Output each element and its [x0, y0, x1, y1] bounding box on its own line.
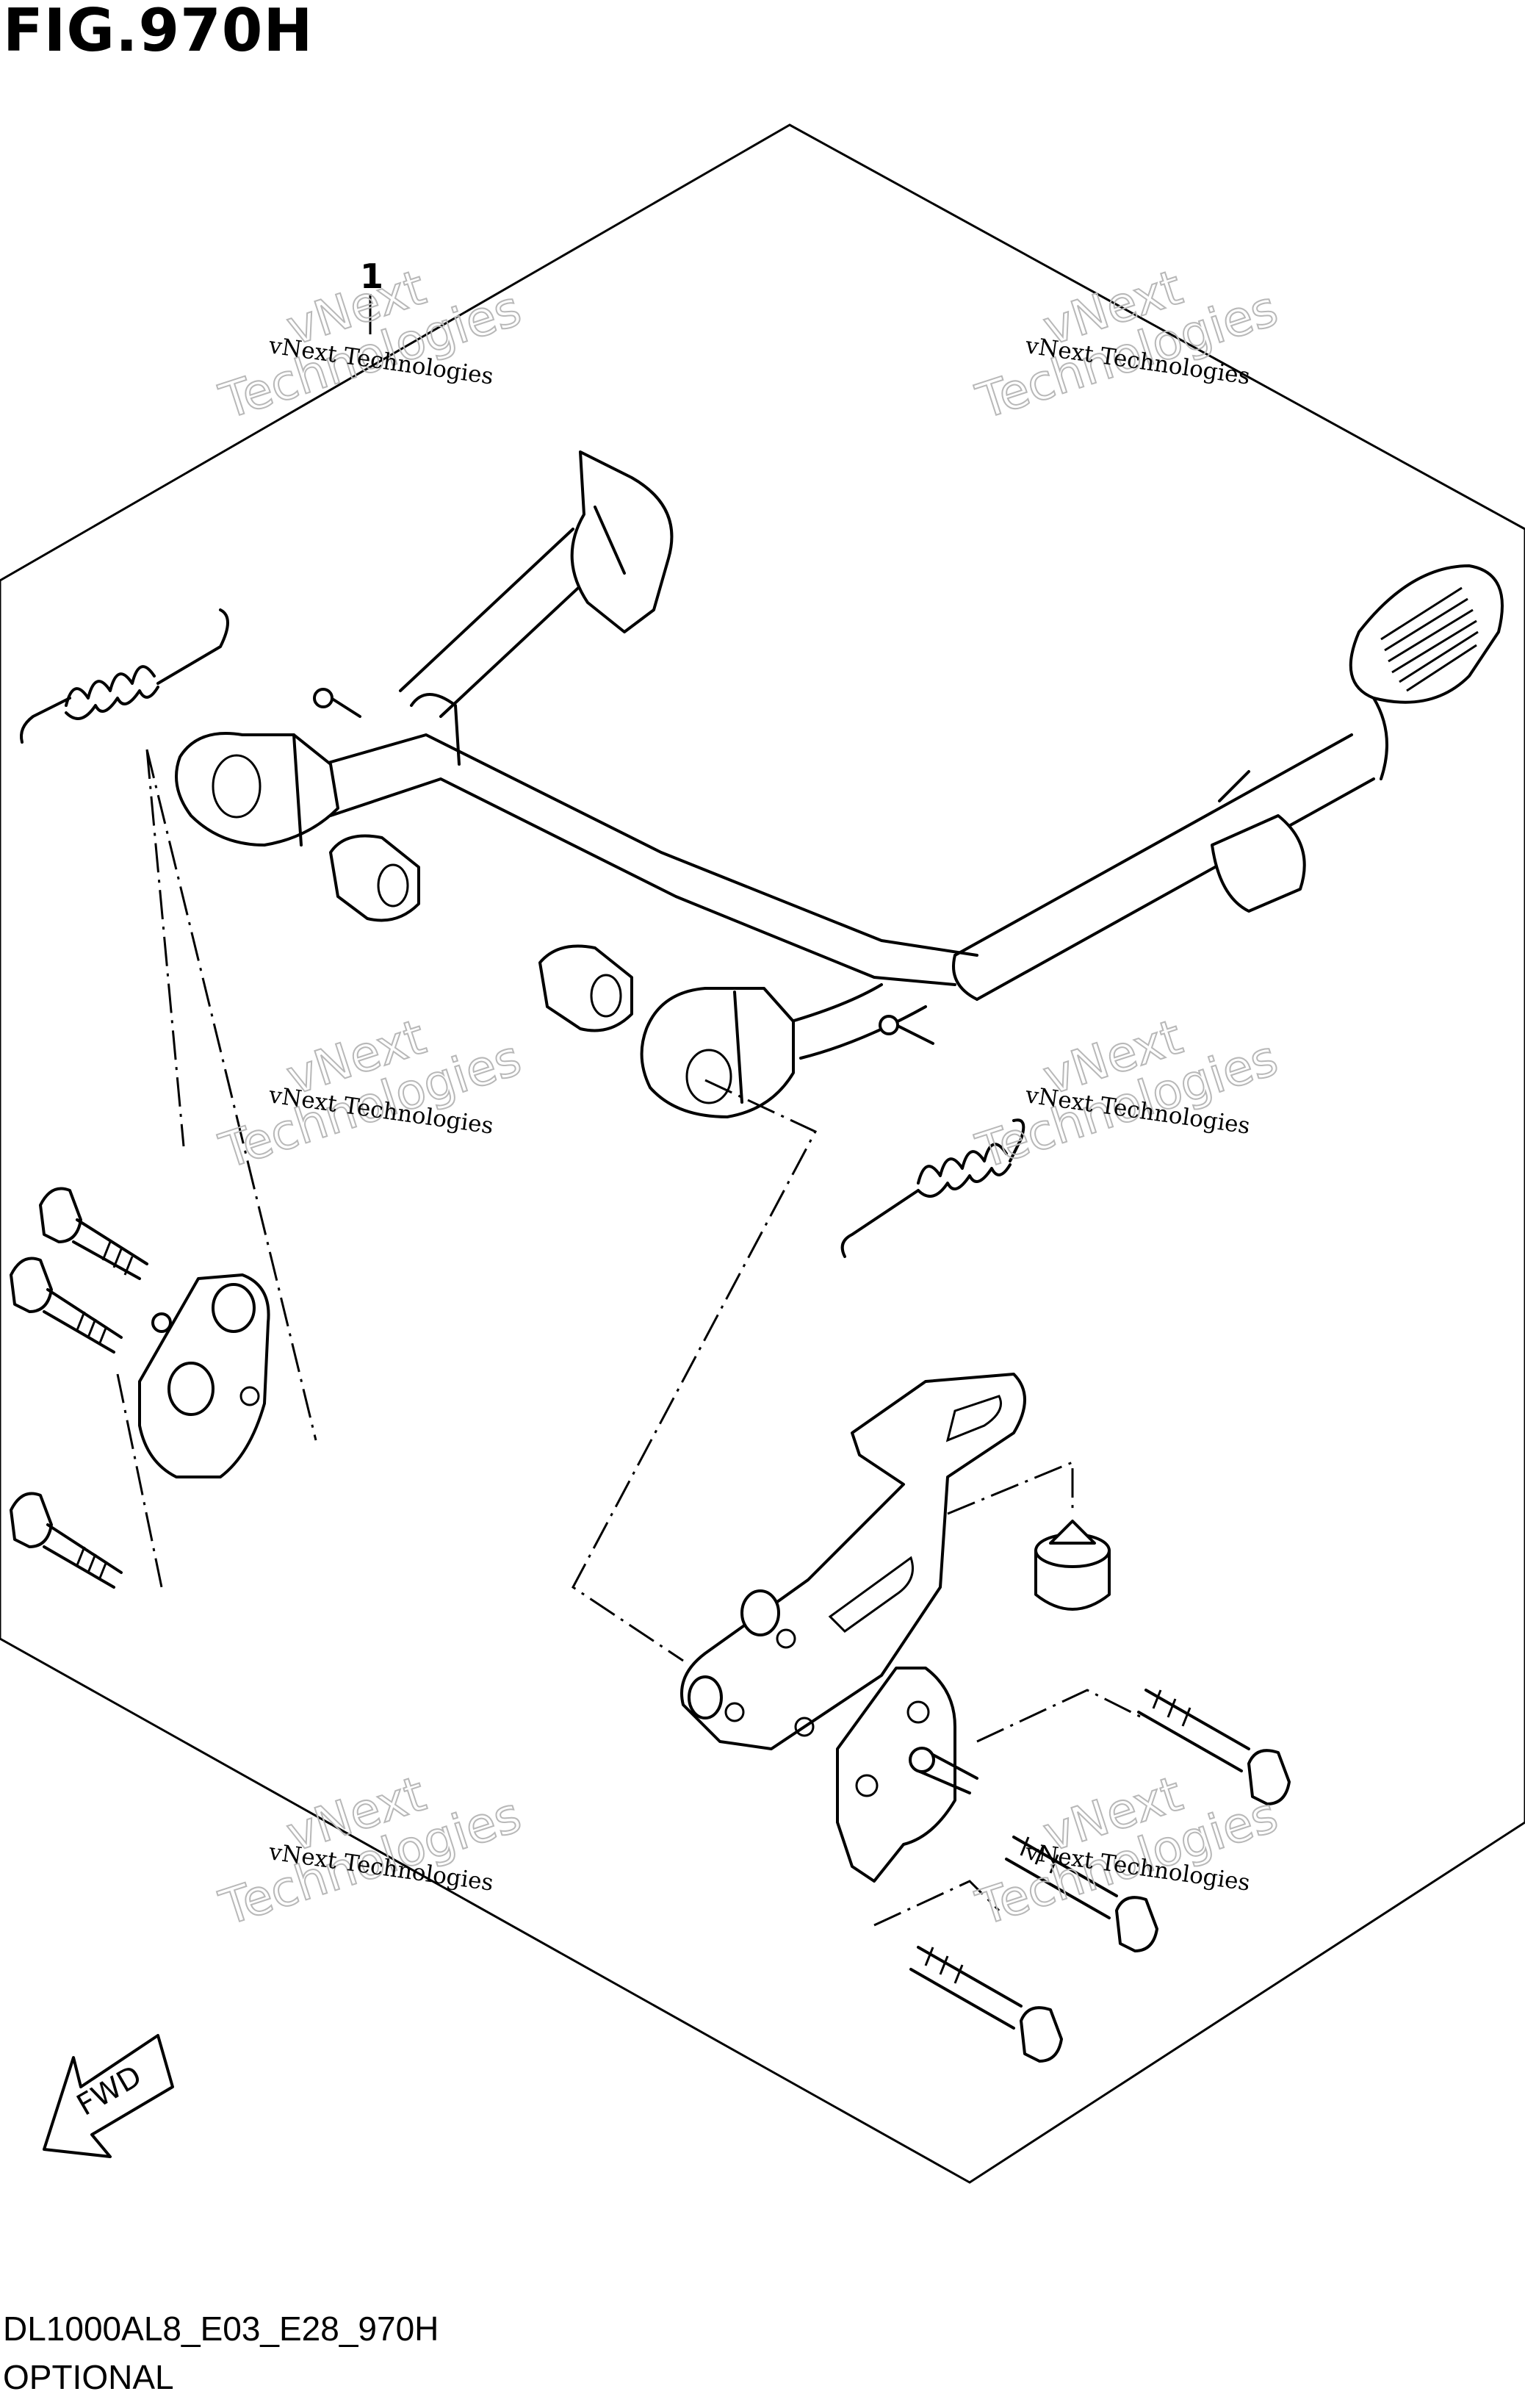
watermark-top-left: vNext Technologies vNext Technologies: [212, 258, 528, 431]
watermark-top-right: vNext Technologies vNext Technologies: [969, 258, 1285, 431]
part-label-1: 1: [360, 256, 383, 296]
category-label: OPTIONAL: [3, 2358, 174, 2396]
bolt-right-3: [909, 1946, 1063, 2063]
right-bracket: [680, 1373, 1026, 1750]
stand-stop-plate: [836, 1667, 978, 1883]
bolt-right-2: [1005, 1836, 1158, 1952]
figure-title: FIG.970H: [3, 0, 314, 65]
spring-upper: [20, 608, 229, 744]
spring-lower: [840, 1118, 1025, 1258]
watermark-bottom-left: vNext Technologies vNext Technologies: [212, 1764, 528, 1937]
fwd-arrow-icon: FWD: [43, 2034, 174, 2158]
bolt-left-2: [10, 1257, 123, 1354]
center-stand: [175, 450, 1504, 1118]
watermark-mid-left: vNext Technologies vNext Technologies: [212, 1007, 528, 1180]
bolt-right-1: [1137, 1689, 1291, 1805]
diagram-frame: [0, 123, 1525, 2184]
bushing-left: [329, 834, 420, 922]
model-code: DL1000AL8_E03_E28_970H: [3, 2310, 439, 2348]
rubber-stopper: [1034, 1520, 1111, 1611]
bolt-left-1: [39, 1187, 148, 1280]
watermark-mid-right: vNext Technologies vNext Technologies: [969, 1007, 1285, 1180]
leader-lines: [116, 749, 1147, 1927]
bushing-right: [538, 944, 633, 1032]
bolt-left-3: [10, 1492, 123, 1589]
left-bracket: [138, 1273, 270, 1478]
